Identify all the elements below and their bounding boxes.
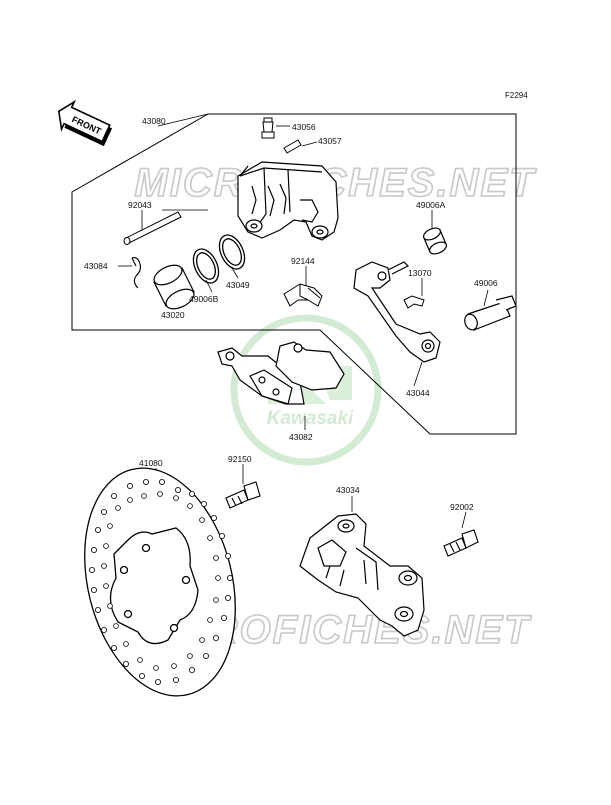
label-43020: 43020 [161, 310, 185, 320]
label-49006: 49006 [474, 278, 498, 288]
pin-sleeve [464, 295, 517, 331]
shim-plate [403, 295, 425, 309]
label-43082: 43082 [289, 432, 313, 442]
label-13070: 13070 [408, 268, 432, 278]
label-49006a: 49006A [416, 200, 446, 210]
valve-cap [283, 139, 302, 154]
bleed-valve [261, 117, 275, 139]
rubber-boot [422, 227, 448, 255]
label-49006b: 49006B [189, 294, 219, 304]
label-92002: 92002 [450, 502, 474, 512]
label-43044: 43044 [406, 388, 430, 398]
brake-pads [217, 341, 345, 405]
slide-pin [123, 211, 182, 245]
disc-holes [89, 478, 233, 686]
pad-spring [283, 283, 323, 307]
piston [153, 264, 195, 310]
brake-disc [84, 467, 236, 697]
label-92144: 92144 [291, 256, 315, 266]
part-labels: 43080 43056 43057 92043 49006A 92144 430… [84, 116, 498, 512]
disc-bolt [225, 481, 261, 509]
label-92150: 92150 [228, 454, 252, 464]
label-92043: 92043 [128, 200, 152, 210]
caliper-bracket [353, 261, 441, 363]
label-43056: 43056 [292, 122, 316, 132]
label-43057: 43057 [318, 136, 342, 146]
front-arrow-icon: FRONT [57, 99, 113, 147]
dust-seal [218, 234, 246, 270]
label-43084: 43084 [84, 261, 108, 271]
bracket-bolt [443, 529, 479, 557]
piston-seal [192, 248, 220, 284]
label-41080: 41080 [139, 458, 163, 468]
label-43034: 43034 [336, 485, 360, 495]
assembly-outline [71, 113, 517, 435]
kawasaki-logo-text: Kawasaki [267, 408, 354, 429]
label-43049: 43049 [226, 280, 250, 290]
mounting-bracket [299, 513, 425, 637]
retaining-clip [131, 257, 142, 289]
label-43080: 43080 [142, 116, 166, 126]
figure-code: F2294 [505, 91, 528, 100]
caliper-body [237, 161, 339, 241]
